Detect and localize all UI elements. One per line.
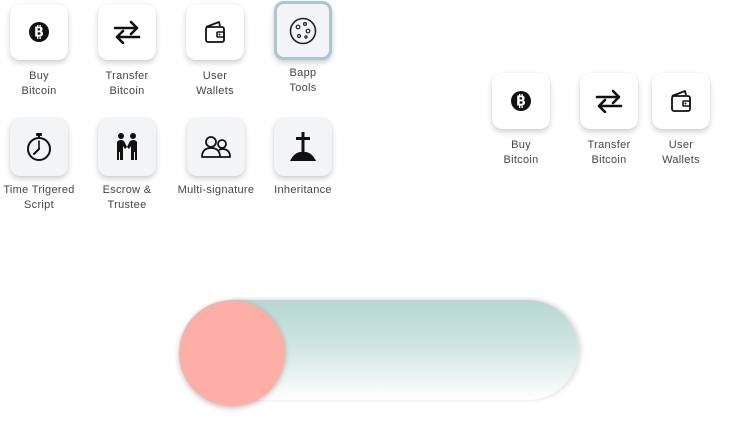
bitcoin-icon: B — [510, 90, 532, 112]
tile-label: Bapp Tools — [289, 67, 317, 94]
svg-text:B: B — [516, 95, 526, 110]
wallet-icon — [669, 89, 693, 113]
tile-escrow-trustee[interactable]: Escrow & Trustee — [82, 118, 172, 213]
transfer-arrows-icon — [113, 20, 141, 44]
tile-inheritance[interactable]: Inheritance — [258, 118, 348, 198]
escrow-trustee-button[interactable] — [98, 118, 156, 176]
transfer-bitcoin-button[interactable] — [98, 4, 156, 60]
grave-cross-icon — [289, 131, 317, 163]
side-tile-transfer-bitcoin[interactable]: Transfer Bitcoin — [564, 73, 654, 168]
tile-bapp-tools[interactable]: Bapp Tools — [258, 1, 348, 96]
slider-knob[interactable] — [179, 300, 285, 406]
tile-label: Multi-signature — [177, 184, 255, 196]
transfer-arrows-icon — [595, 89, 623, 113]
stopwatch-icon — [25, 132, 53, 162]
tile-label: Buy Bitcoin — [503, 139, 539, 166]
tile-transfer-bitcoin[interactable]: Transfer Bitcoin — [82, 4, 172, 99]
handshake-icon — [113, 132, 141, 162]
wallet-icon — [203, 20, 227, 44]
buy-bitcoin-button[interactable]: B — [10, 4, 68, 60]
multi-signature-button[interactable] — [187, 118, 245, 176]
tile-user-wallets[interactable]: User Wallets — [170, 4, 260, 99]
bapp-tools-button[interactable] — [274, 1, 332, 60]
time-triggered-script-button[interactable] — [10, 118, 68, 176]
side-buy-bitcoin-button[interactable]: B — [492, 73, 550, 129]
tile-label: Buy Bitcoin — [21, 70, 57, 97]
side-tile-buy-bitcoin[interactable]: B Buy Bitcoin — [476, 73, 566, 168]
side-user-wallets-button[interactable] — [652, 73, 710, 129]
tile-label: Transfer Bitcoin — [105, 70, 149, 97]
slider-track[interactable] — [230, 300, 578, 400]
bitcoin-icon: B — [28, 21, 50, 43]
tile-label: User Wallets — [662, 139, 700, 166]
tile-buy-bitcoin[interactable]: B Buy Bitcoin — [0, 4, 84, 99]
tile-label: Time Trigered Script — [3, 184, 75, 211]
inheritance-button[interactable] — [274, 118, 332, 176]
tile-label: Transfer Bitcoin — [587, 139, 631, 166]
side-tile-user-wallets[interactable]: User Wallets — [636, 73, 726, 168]
people-icon — [200, 134, 232, 160]
tile-multi-signature[interactable]: Multi-signature — [170, 118, 262, 198]
side-transfer-bitcoin-button[interactable] — [580, 73, 638, 129]
tile-label: Escrow & Trustee — [102, 184, 152, 211]
tile-label: Inheritance — [274, 184, 332, 196]
svg-text:B: B — [34, 26, 44, 41]
user-wallets-button[interactable] — [186, 4, 244, 60]
tile-label: User Wallets — [196, 70, 234, 97]
cookie-icon — [288, 16, 318, 46]
tile-time-triggered-script[interactable]: Time Trigered Script — [0, 118, 84, 213]
